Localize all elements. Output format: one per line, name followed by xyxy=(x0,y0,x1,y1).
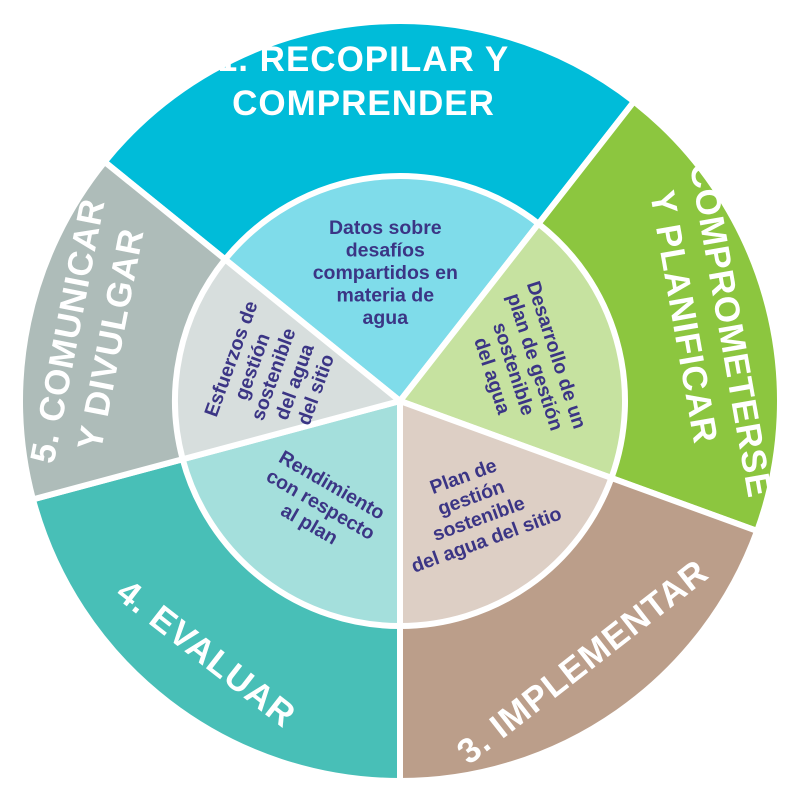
inner-ring xyxy=(172,173,628,630)
inner-segment-comprometerse xyxy=(395,219,628,482)
step-description-line: desafíos xyxy=(346,239,425,261)
inner-segment-implementar xyxy=(397,396,616,630)
inner-segment-recopilar xyxy=(220,173,543,406)
step-description-line: materia de xyxy=(337,284,435,306)
step-description-line: compartidos en xyxy=(313,262,458,284)
step-title-line: 1. RECOPILAR Y xyxy=(218,40,509,79)
step-title-line: COMPRENDER xyxy=(232,84,495,123)
step-description-line: Datos sobre xyxy=(329,217,442,239)
inner-segment-comunicar xyxy=(172,255,407,463)
step-title-recopilar: 1. RECOPILAR Y COMPRENDER xyxy=(218,40,509,123)
inner-segment-evaluar xyxy=(178,397,403,630)
step-description-line: agua xyxy=(363,307,409,329)
